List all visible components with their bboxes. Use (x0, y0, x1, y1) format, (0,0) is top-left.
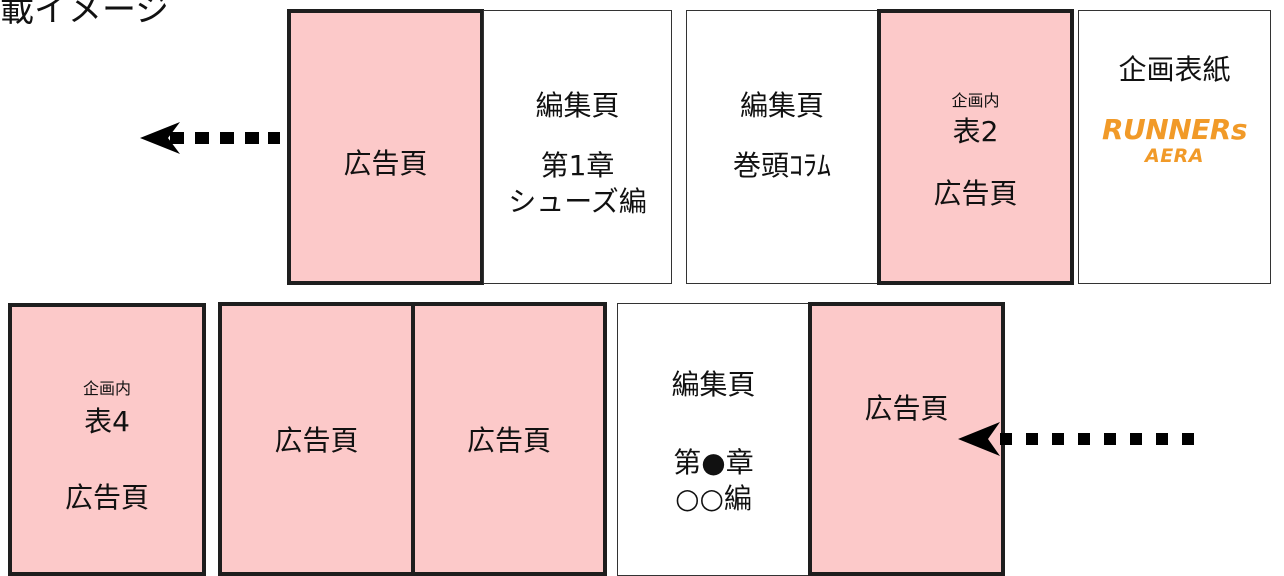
arrow-dot (1156, 433, 1168, 445)
page-cover: 企画表紙 RUNNERs AERA (1078, 10, 1271, 284)
edit-label: 編集頁 (739, 89, 824, 122)
arrow-dot (1000, 433, 1012, 445)
right-arrow (958, 422, 1194, 456)
arrow-dot (1078, 433, 1090, 445)
runners-aera-logo: RUNNERs AERA (1079, 113, 1270, 168)
section-label: シューズ編 (508, 185, 647, 218)
page-ad-left: 広告頁 (287, 9, 484, 285)
ad-label: 広告頁 (64, 481, 149, 514)
page-edit-column: 編集頁 巻頭ｺﾗﾑ (686, 10, 878, 284)
plan-inner-label: 企画内 (951, 91, 1000, 110)
page-edit-chapter-x: 編集頁 第●章 ○○編 (617, 303, 810, 576)
ad-label: 広告頁 (343, 147, 428, 180)
cover-label: 企画表紙 (1118, 53, 1231, 86)
left-arrow (140, 122, 280, 154)
ad-label: 広告頁 (466, 424, 551, 457)
chapter-label: 第1章 (540, 149, 615, 182)
cover-number-label: 表2 (952, 115, 999, 148)
arrow-dot (195, 132, 209, 144)
arrow-dot (170, 132, 184, 144)
chapter-label: 第●章 (673, 446, 754, 479)
logo-line-2: AERA (1144, 145, 1205, 167)
arrow-dot (1182, 433, 1194, 445)
column-label: 巻頭ｺﾗﾑ (732, 149, 831, 182)
arrow-dot (1130, 433, 1142, 445)
edit-label: 編集頁 (535, 89, 620, 122)
arrow-dot (220, 132, 234, 144)
ad-label: 広告頁 (274, 424, 359, 457)
arrow-head (140, 122, 180, 154)
arrow-dot (1026, 433, 1038, 445)
page-title: 載イメージ (0, 0, 170, 30)
page-ad-bottom-2: 広告頁 (411, 302, 607, 576)
cover-number-label: 表4 (84, 405, 130, 438)
arrow-dot (1052, 433, 1064, 445)
page-cover2-ad: 企画内 表2 広告頁 (877, 9, 1074, 285)
arrow-dot (1104, 433, 1116, 445)
section-label: ○○編 (675, 482, 752, 515)
ad-label: 広告頁 (933, 177, 1018, 210)
arrow-head (958, 422, 1000, 456)
edit-label: 編集頁 (671, 368, 756, 401)
logo-line-1: RUNNERs (1101, 113, 1248, 146)
arrow-dot (268, 132, 280, 144)
ad-label: 広告頁 (864, 392, 949, 425)
page-cover4-ad: 企画内 表4 広告頁 (8, 303, 206, 576)
page-edit-chapter1: 編集頁 第1章 シューズ編 (483, 10, 672, 284)
page-ad-bottom-1: 広告頁 (218, 302, 415, 576)
arrow-dot (245, 132, 259, 144)
plan-inner-label: 企画内 (82, 379, 131, 398)
